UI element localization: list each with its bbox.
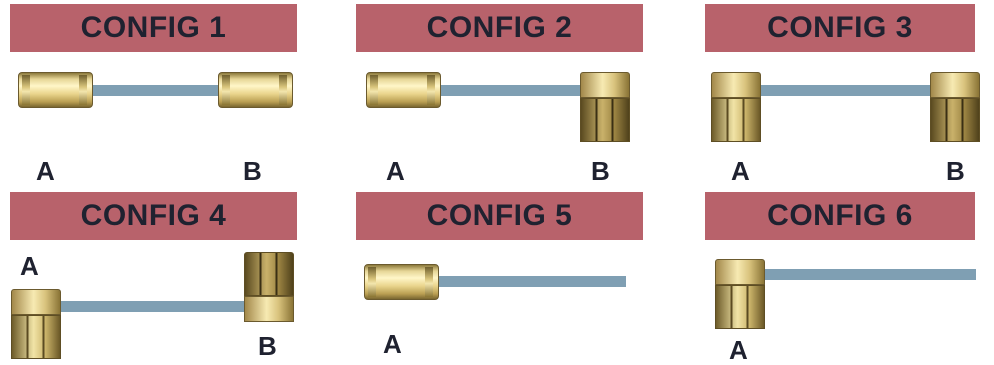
config-5-title: CONFIG 5	[426, 199, 573, 232]
config-4-title: CONFIG 4	[80, 199, 227, 232]
config-1-label-a: A	[36, 156, 55, 186]
right-angle-connector-icon	[244, 252, 294, 322]
config-2-banner: CONFIG 2	[356, 4, 643, 52]
config-1-banner: CONFIG 1	[10, 4, 297, 52]
straight-connector-icon	[366, 72, 441, 108]
config-3-banner: CONFIG 3	[705, 4, 975, 52]
right-angle-connector-icon	[930, 72, 980, 142]
config-2-label-b: B	[591, 156, 610, 186]
config-5-cable	[436, 276, 626, 287]
right-angle-connector-icon	[11, 289, 61, 359]
config-2-cable	[436, 85, 586, 96]
config-2-label-a: A	[386, 156, 405, 186]
config-5-label-a: A	[383, 329, 402, 359]
config-3-label-a: A	[731, 156, 750, 186]
config-6-banner: CONFIG 6	[705, 192, 975, 240]
config-3-cable	[758, 85, 936, 96]
config-4-label-b: B	[258, 331, 277, 361]
config-1-label-b: B	[243, 156, 262, 186]
config-4-banner: CONFIG 4	[10, 192, 297, 240]
config-1-cable	[88, 85, 220, 96]
config-1-title: CONFIG 1	[80, 11, 227, 44]
straight-connector-icon	[218, 72, 293, 108]
config-4-label-a: A	[20, 251, 39, 281]
right-angle-connector-icon	[711, 72, 761, 142]
config-3-label-b: B	[946, 156, 965, 186]
config-5-banner: CONFIG 5	[356, 192, 643, 240]
straight-connector-icon	[18, 72, 93, 108]
config-6-cable	[762, 269, 976, 280]
config-3-title: CONFIG 3	[767, 11, 913, 44]
config-4-cable	[58, 301, 248, 312]
straight-connector-icon	[364, 264, 439, 300]
config-6-label-a: A	[729, 335, 748, 365]
config-2-title: CONFIG 2	[426, 11, 573, 44]
right-angle-connector-icon	[580, 72, 630, 142]
right-angle-connector-icon	[715, 259, 765, 329]
config-6-title: CONFIG 6	[767, 199, 913, 232]
